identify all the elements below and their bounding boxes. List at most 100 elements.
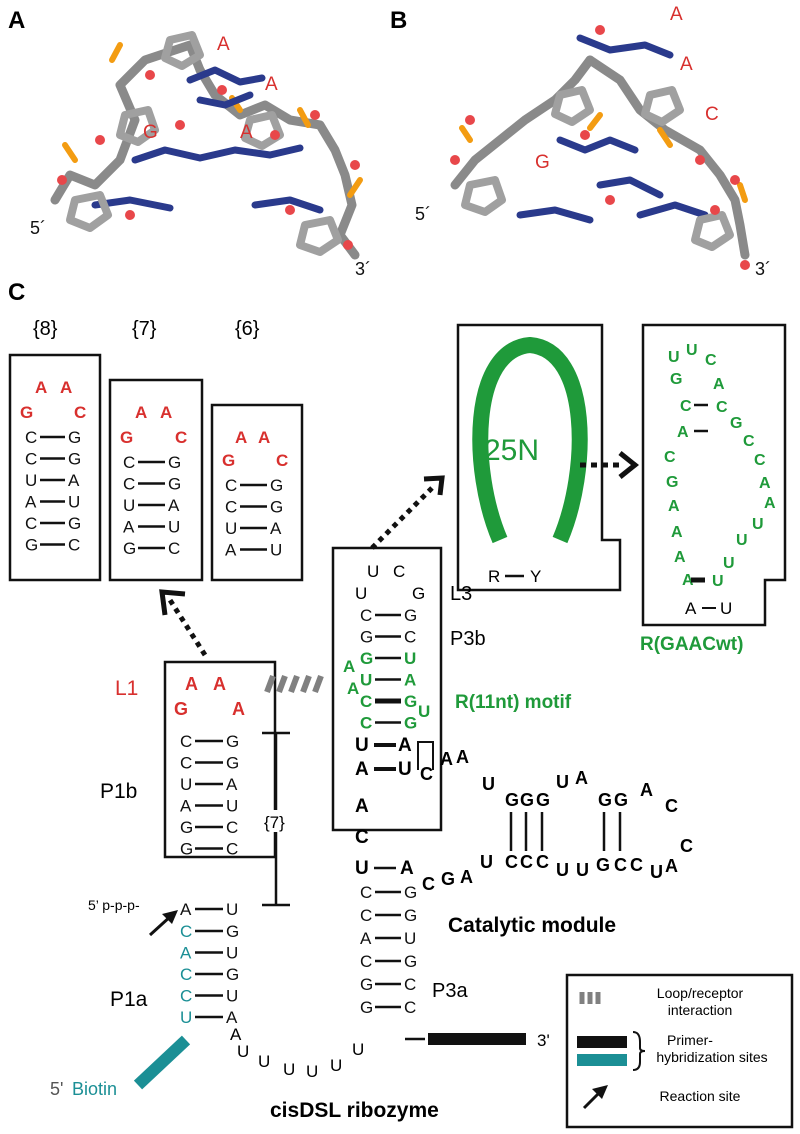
p3b-label: P3b	[450, 628, 486, 650]
base-pair-right: G	[404, 714, 417, 733]
biotin-5prime: 5'	[50, 1079, 63, 1099]
linker-nt: U	[258, 1052, 270, 1071]
gaac-nt: G	[670, 371, 682, 388]
catalytic-nt: U	[650, 862, 663, 882]
nucleotide: U	[355, 735, 369, 756]
base-pair-right: A	[168, 496, 180, 515]
base-pair-left: C	[360, 692, 372, 711]
panel-a-nt-1: A	[217, 34, 230, 55]
panel-b-nt-4: G	[535, 152, 550, 173]
base-pair-left: U	[123, 496, 135, 515]
loop-nt: C	[175, 428, 187, 447]
base-pair-left: C	[180, 987, 192, 1006]
gaac-nt: A	[759, 475, 771, 492]
nucleotide: G	[412, 584, 425, 603]
l1-label: L1	[115, 677, 138, 700]
biotin-linker	[133, 1035, 191, 1090]
linker-nt: U	[330, 1056, 342, 1075]
catalytic-nt: C	[536, 852, 549, 872]
nucleotide: C	[393, 562, 405, 581]
base-pair-right: U	[168, 518, 180, 537]
gaac-nt: U	[668, 349, 680, 366]
p3a-label: P3a	[432, 980, 468, 1002]
base-pair-left: G	[360, 628, 373, 647]
catalytic-nt: A	[460, 867, 473, 887]
catalytic-nt: C	[665, 796, 678, 816]
catalytic-nt: U	[482, 774, 495, 794]
base-pair-right: G	[226, 922, 239, 941]
loop-nt: G	[222, 451, 235, 470]
base-pair-right: G	[226, 732, 239, 751]
base-pair-right: C	[226, 840, 238, 859]
l1-nt: G	[174, 699, 188, 719]
base-pair-left: G	[123, 539, 136, 558]
gaac-nt: A	[668, 498, 680, 515]
gaac-closing-u: U	[720, 599, 732, 618]
base-pair-left: C	[360, 606, 372, 625]
panel-b-label: B	[390, 7, 407, 34]
l3-label: L3	[450, 583, 472, 605]
p3b-box: L3 P3b R(11nt) motif	[331, 546, 572, 832]
base-pair-right: U	[270, 541, 282, 560]
base-pair-right: G	[68, 514, 81, 533]
three-prime-label: 3'	[537, 1031, 550, 1050]
catalytic-nt: C	[505, 852, 518, 872]
base-pair-left: C	[180, 965, 192, 984]
catalytic-nt: A	[440, 749, 453, 769]
gaac-nt: G	[730, 415, 742, 432]
panel-b-nt-1: A	[670, 4, 683, 25]
catalytic-nt: G	[505, 790, 519, 810]
panel-a-nt-3: G	[143, 122, 158, 143]
gaac-title: R(GAACwt)	[640, 634, 743, 655]
base-pair-left: C	[123, 453, 135, 472]
loop-nt: A	[35, 378, 47, 397]
nucleotide: U	[355, 584, 367, 603]
base-pair-right: A	[404, 671, 416, 690]
base-pair-right: G	[168, 453, 181, 472]
legend-loop-2: interaction	[668, 1002, 733, 1018]
base-pair-left: C	[180, 732, 192, 751]
catalytic-nt: U	[556, 772, 569, 792]
base-pair-right: G	[226, 754, 239, 773]
panel-a-nt-2: A	[265, 74, 278, 95]
catalytic-nt: C	[520, 852, 533, 872]
panel-a-nt-4: A	[240, 122, 253, 143]
nucleotide: U	[355, 858, 369, 879]
nucleotide: U	[398, 759, 412, 780]
base-pair-left: C	[360, 714, 372, 733]
loop-variant-7: {7} A A G C	[108, 318, 204, 582]
panel-b-structure: A A C G 5´ 3´	[415, 4, 771, 279]
gaac-nt: C	[743, 433, 755, 450]
base-pair-left: C	[123, 475, 135, 494]
nucleotide: A	[355, 759, 369, 780]
nucleotide: U	[367, 562, 379, 581]
catalytic-nt: U	[480, 852, 493, 872]
base-pair-left: A	[180, 944, 192, 963]
catalytic-nt: G	[536, 790, 550, 810]
selection-25n-box: 25N R Y	[456, 323, 622, 592]
linker-nt: U	[306, 1062, 318, 1081]
base-pair-left: C	[180, 754, 192, 773]
catalytic-nt: C	[630, 855, 643, 875]
biotin-label: Biotin	[72, 1079, 117, 1099]
base-pair-left: G	[360, 998, 373, 1017]
loop-variant-6: {6} A A G C	[210, 318, 304, 582]
dotted-arrow-to-25n	[370, 475, 445, 550]
selection-label: 25N	[484, 434, 539, 467]
base-pair-right: U	[404, 649, 416, 668]
legend-loop-1: Loop/receptor	[657, 985, 744, 1001]
primer-3prime-bar	[428, 1033, 526, 1045]
gaac-nt: A	[674, 549, 686, 566]
base-pair-right: G	[270, 498, 283, 517]
catalytic-nt: G	[596, 855, 610, 875]
base-pair-left: A	[225, 541, 237, 560]
panel-a-structure: A A G A 5´ 3´	[30, 31, 371, 279]
base-pair-left: G	[360, 649, 373, 668]
catalytic-nt: G	[614, 790, 628, 810]
base-pair-left: A	[180, 900, 192, 919]
base-pair-right: U	[226, 900, 238, 919]
nucleotide: A	[343, 657, 355, 676]
panel-a-label: A	[8, 7, 25, 34]
